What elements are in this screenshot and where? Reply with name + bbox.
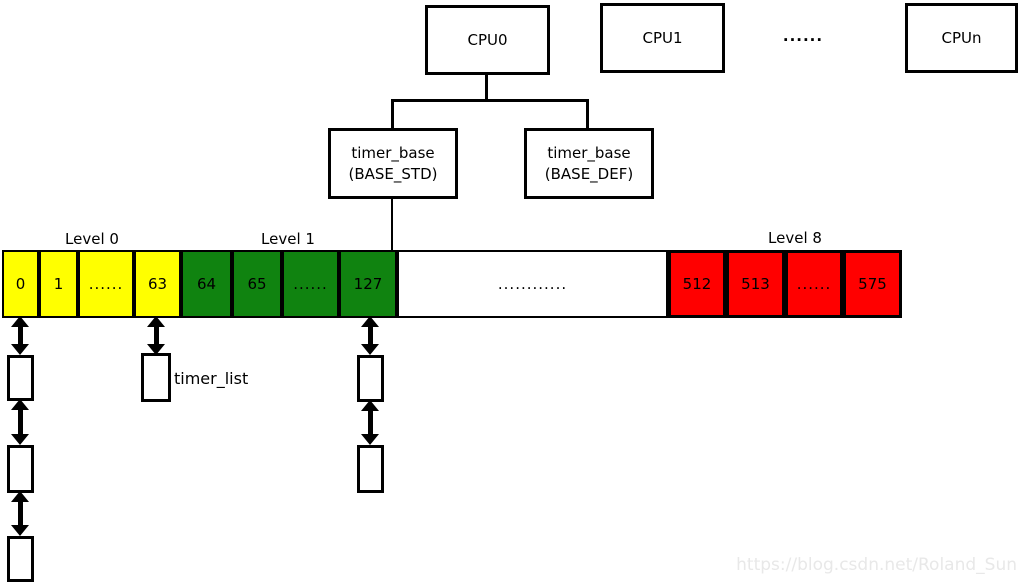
timer-list-label: timer_list (174, 369, 249, 388)
double-arrow-icon (361, 400, 379, 445)
arrow-up-icon (147, 316, 165, 327)
wheel-cell-ellipsis-l8-label: ...... (796, 275, 832, 293)
cpu1-label: CPU1 (642, 29, 683, 47)
wheel-cell-127-label: 127 (353, 275, 383, 293)
connector-drop-left (391, 99, 394, 129)
connector-cpu0-stem (485, 74, 488, 101)
wheel-cell-64: 64 (181, 250, 232, 318)
timer-base-std-line1: timer_base (351, 144, 435, 163)
level0-label: Level 0 (65, 230, 119, 248)
wheel-cell-ellipsis-l8: ...... (785, 250, 843, 318)
level1-label: Level 1 (261, 230, 315, 248)
wheel-cell-1-label: 1 (53, 275, 64, 293)
wheel-cell-1: 1 (39, 250, 78, 318)
wheel-cell-0-label: 0 (15, 275, 26, 293)
arrow-shaft (367, 411, 373, 434)
arrow-up-icon (11, 316, 29, 327)
cpu-ellipsis: ...... (782, 27, 824, 45)
arrow-up-icon (361, 316, 379, 327)
double-arrow-icon (147, 316, 165, 355)
timer-node (7, 536, 34, 582)
wheel-cell-ellipsis-l0-label: ...... (88, 275, 124, 293)
arrow-up-icon (11, 491, 29, 502)
arrow-shaft (153, 327, 159, 344)
watermark: https://blog.csdn.net/Roland_Sun (736, 555, 1017, 575)
arrow-up-icon (11, 399, 29, 410)
arrow-shaft (17, 502, 23, 525)
timer-base-def-line1: timer_base (547, 144, 631, 163)
timer-node (357, 445, 384, 493)
cpu1-box: CPU1 (600, 3, 725, 73)
level8-label: Level 8 (768, 229, 822, 247)
double-arrow-icon (11, 399, 29, 445)
connector-drop-right (586, 99, 589, 129)
wheel-cell-575-label: 575 (858, 275, 887, 293)
arrow-down-icon (11, 434, 29, 445)
connector-crossbar (391, 99, 589, 102)
wheel-cell-575: 575 (843, 250, 902, 318)
timer-node (357, 355, 384, 402)
timer-base-std-line2: (BASE_STD) (348, 164, 438, 183)
double-arrow-icon (11, 316, 29, 355)
arrow-down-icon (361, 434, 379, 445)
wheel-cell-ellipsis-l0: ...... (78, 250, 134, 318)
double-arrow-icon (361, 316, 379, 355)
timer-base-def-line2: (BASE_DEF) (544, 164, 634, 183)
arrow-down-icon (11, 525, 29, 536)
timer-node (141, 353, 171, 402)
arrow-down-icon (361, 344, 379, 355)
wheel-cell-127: 127 (339, 250, 397, 318)
wheel-cell-513-label: 513 (741, 275, 770, 293)
wheel-cell-63: 63 (134, 250, 181, 318)
connector-std-to-wheel (391, 197, 393, 250)
arrow-shaft (17, 410, 23, 434)
wheel-cell-63-label: 63 (147, 275, 168, 293)
arrow-shaft (367, 327, 373, 344)
cpu0-label: CPU0 (467, 31, 508, 49)
wheel-cell-ellipsis-l1-label: ...... (293, 275, 328, 293)
double-arrow-icon (11, 491, 29, 536)
timer-base-std-box: timer_base (BASE_STD) (328, 128, 458, 199)
wheel-cell-512-label: 512 (682, 275, 712, 293)
arrow-down-icon (147, 344, 165, 355)
wheel-cell-ellipsis-l1: ...... (282, 250, 339, 318)
timer-node (7, 445, 34, 493)
cpun-box: CPUn (905, 3, 1018, 73)
arrow-shaft (17, 327, 23, 344)
arrow-down-icon (11, 344, 29, 355)
wheel-cell-64-label: 64 (196, 275, 217, 293)
wheel-cell-middle-gap: ............ (397, 250, 668, 318)
timer-base-def-box: timer_base (BASE_DEF) (524, 128, 654, 199)
cpun-label: CPUn (941, 29, 982, 47)
wheel-cell-513: 513 (726, 250, 785, 318)
wheel-cell-middle-gap-label: ............ (497, 275, 568, 293)
wheel-cell-512: 512 (668, 250, 726, 318)
cpu0-box: CPU0 (425, 5, 550, 75)
timer-node (7, 355, 34, 401)
wheel-cell-65-label: 65 (247, 275, 267, 293)
wheel-cell-0: 0 (2, 250, 39, 318)
arrow-up-icon (361, 400, 379, 411)
wheel-cell-65: 65 (232, 250, 282, 318)
